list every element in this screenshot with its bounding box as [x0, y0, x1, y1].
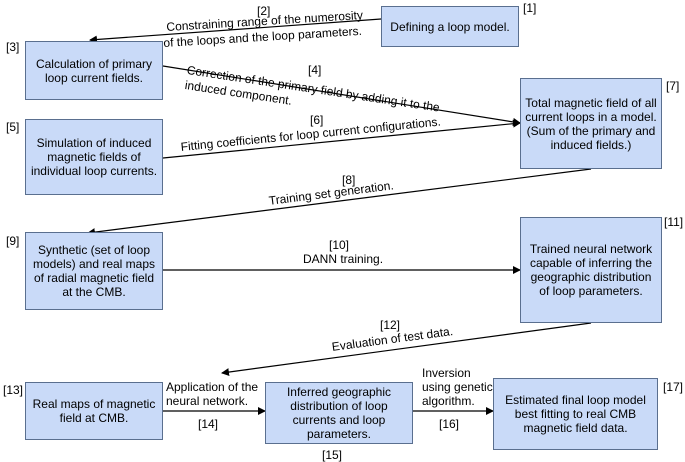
label-17: [17]	[663, 380, 684, 394]
edge-label-16: Inversion using genetic algorithm.	[422, 366, 493, 408]
label-12: [12]	[380, 318, 401, 332]
label-8: [8]	[342, 173, 356, 187]
label-7: [7]	[666, 79, 680, 93]
box-final-model: Estimated final loop model best fitting …	[493, 378, 658, 450]
arrow-6	[162, 119, 521, 159]
arrow-4	[162, 65, 521, 126]
edge-label-10: DANN training.	[303, 252, 384, 266]
arrow-8	[87, 168, 592, 237]
label-13: [13]	[3, 383, 24, 397]
box-define-loop-model: Defining a loop model.	[381, 6, 519, 47]
box-synthetic-maps: Synthetic (set of loop models) and real …	[25, 232, 163, 310]
label-10: [10]	[329, 238, 350, 252]
label-6: [6]	[310, 113, 324, 127]
label-16: [16]	[439, 417, 460, 431]
label-14: [14]	[198, 417, 219, 431]
label-15: [15]	[322, 448, 343, 462]
box-induced-fields: Simulation of induced magnetic fields of…	[25, 119, 163, 195]
label-11: [11]	[664, 215, 684, 229]
label-3: [3]	[6, 40, 20, 54]
label-9: [9]	[6, 234, 20, 248]
box-inferred-distribution: Inferred geographic distribution of loop…	[265, 382, 413, 444]
edge-label-14: Application of the neural network.	[166, 380, 259, 408]
box-trained-network: Trained neural network capable of inferr…	[520, 217, 662, 323]
label-4: [4]	[308, 63, 322, 77]
arrow-12	[221, 322, 592, 377]
label-2: [2]	[257, 4, 271, 18]
label-1: [1]	[523, 1, 537, 15]
arrow-2	[89, 18, 382, 44]
box-real-maps: Real maps of magnetic field at CMB.	[25, 382, 163, 440]
box-primary-fields: Calculation of primary loop current fiel…	[25, 41, 163, 100]
label-5: [5]	[6, 120, 20, 134]
box-total-field: Total magnetic field of all current loop…	[520, 78, 662, 169]
